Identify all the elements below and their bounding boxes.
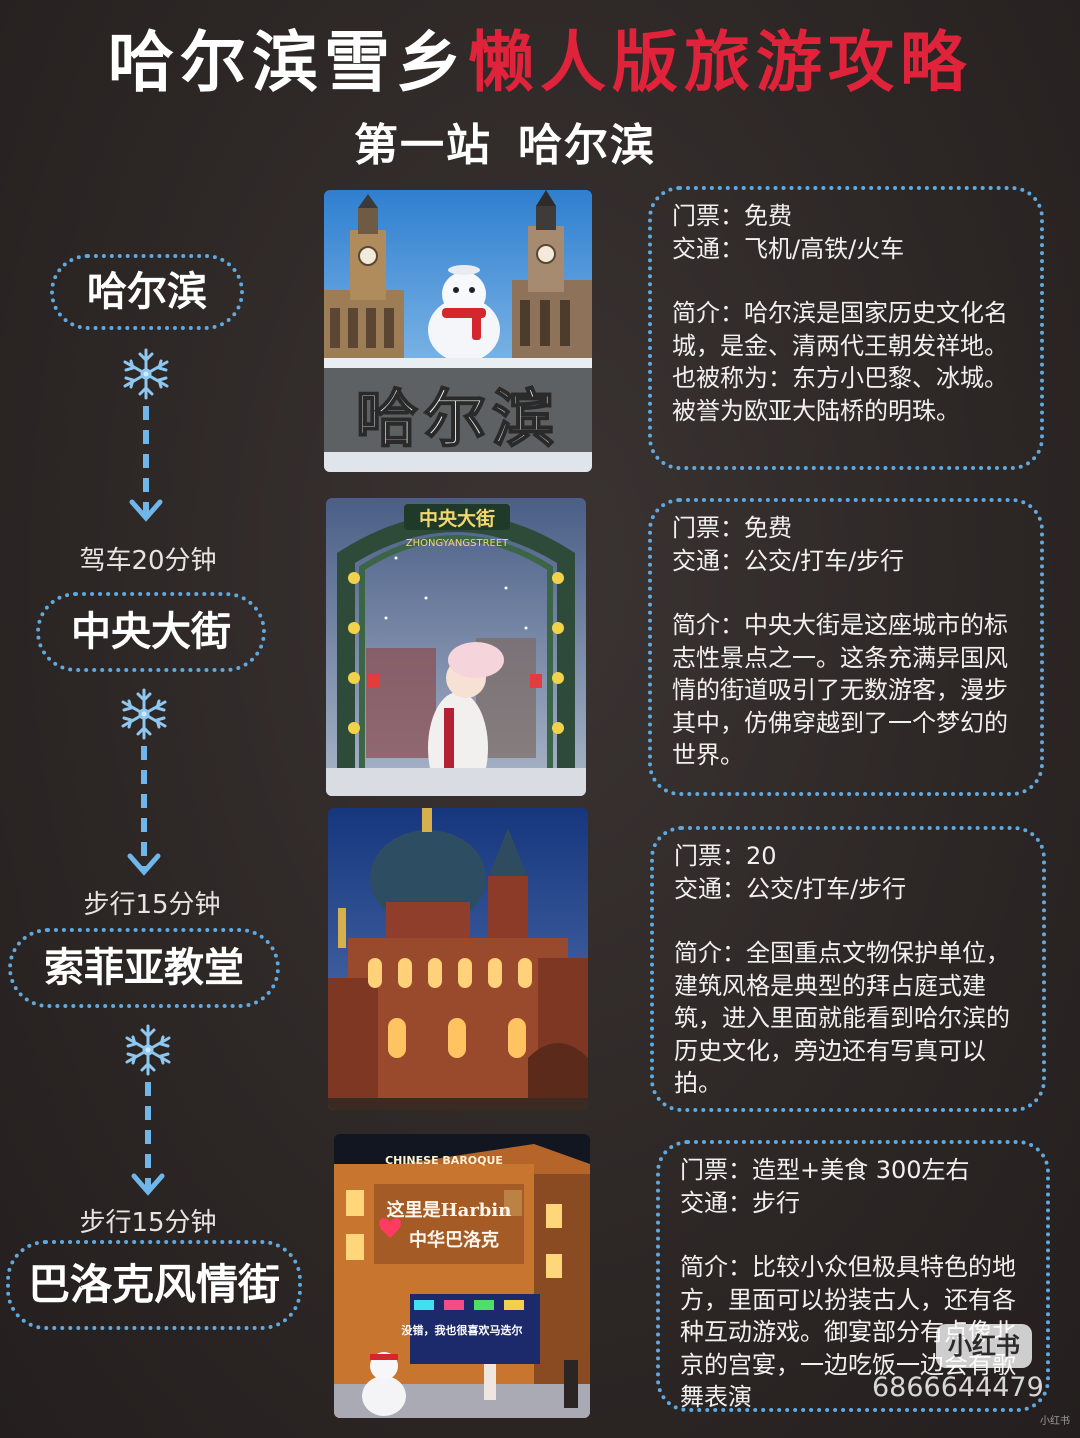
ticket-row: 门票：免费 [672,200,1022,233]
arrow-head-icon [127,853,161,876]
info-card-sophia-church: 门票：20 交通：公交/打车/步行 简介：全国重点文物保护单位，建筑风格是典型的… [650,826,1046,1112]
post-id: 6866644479 [872,1372,1044,1403]
stop-name: 巴洛克风情街 [27,1260,280,1309]
intro-value: 哈尔滨是国家历史文化名城，是金、清两代王朝发祥地。也被称为：东方小巴黎、冰城。被… [672,299,1008,425]
ticket-label: 门票： [672,514,744,542]
intro-text: 简介：哈尔滨是国家历史文化名城，是金、清两代王朝发祥地。也被称为：东方小巴黎、冰… [672,297,1022,427]
stop-pill-baroque-street[interactable]: 巴洛克风情街 [6,1240,302,1330]
xiaohongshu-badge: 小红书 [936,1324,1032,1368]
travel-time-2: 步行15分钟 [83,890,221,920]
stage-subtitle: 第一站哈尔滨 [0,116,1010,176]
intro-label: 简介： [680,1253,752,1281]
title-red: 懒人版旅游攻略 [468,23,972,101]
intro-label: 简介： [672,299,744,327]
photo-sophia-church [328,808,588,1110]
ticket-label: 门票： [680,1156,752,1184]
corner-watermark: 小红书 [1040,1416,1070,1427]
ticket-value: 免费 [744,202,792,230]
connector-arrow-1 [123,348,169,522]
transport-label: 交通： [680,1188,752,1217]
stop-pill-sophia-church[interactable]: 索菲亚教堂 [8,928,280,1008]
title-white: 哈尔滨雪乡 [108,23,468,101]
transport-label: 交通： [672,546,744,575]
photo-sign-top-text: CHINESE BAROQUE [385,1154,503,1167]
photo-harbin: 哈尔滨 [324,190,592,472]
transport-value: 飞机/高铁/火车 [744,234,905,263]
transport-value: 步行 [752,1188,800,1217]
photo-neon-text: 这里是Harbin [387,1199,512,1221]
snowflake-icon [125,1024,171,1076]
stop-name: 中央大街 [71,608,231,655]
photo-sign-en-text: ZHONGYANGSTREET [406,538,509,549]
ticket-value: 免费 [744,514,792,542]
heart-icon [379,1218,401,1238]
ticket-label: 门票： [674,842,746,870]
ticket-label: 门票： [672,202,744,230]
stop-pill-zhongyang-street[interactable]: 中央大街 [36,592,266,672]
intro-value: 全国重点文物保护单位，建筑风格是典型的拜占庭式建筑，进入里面就能看到哈尔滨的历史… [674,939,1010,1097]
ticket-value: 20 [746,842,777,870]
connector-arrow-3 [125,1024,171,1196]
stop-pill-harbin[interactable]: 哈尔滨 [50,254,244,330]
travel-time-1: 驾车20分钟 [79,546,217,576]
snowflake-icon [121,688,167,740]
intro-text: 简介：中央大街是这座城市的标志性景点之一。这条充满异国风情的街道吸引了无数游客，… [672,609,1022,772]
info-card-harbin: 门票：免费 交通：飞机/高铁/火车 简介：哈尔滨是国家历史文化名城，是金、清两代… [648,186,1044,470]
arrow-head-icon [129,499,163,522]
photo-sign-text: 中央大街 [419,507,495,530]
transport-row: 交通：步行 [680,1187,1028,1220]
ticket-row: 门票：免费 [672,512,1022,545]
ticket-row: 门票：20 [674,840,1024,873]
photo-neon2-text: 中华巴洛克 [409,1229,499,1251]
transport-value: 公交/打车/步行 [746,874,907,903]
ticket-row: 门票：造型+美食 300左右 [680,1154,1028,1187]
connector-arrow-2 [121,688,167,876]
arrow-head-icon [131,1173,165,1196]
intro-label: 简介： [674,939,746,967]
travel-time-3: 步行15分钟 [79,1208,217,1238]
transport-row: 交通：公交/打车/步行 [672,545,1022,578]
transport-label: 交通： [672,234,744,263]
stop-name: 哈尔滨 [87,268,207,315]
photo-zhongyang-street: 中央大街 ZHONGYANGSTREET [326,498,586,796]
photo-sign-text: 哈尔滨 [356,382,560,455]
intro-text: 简介：全国重点文物保护单位，建筑风格是典型的拜占庭式建筑，进入里面就能看到哈尔滨… [674,937,1024,1100]
transport-row: 交通：公交/打车/步行 [674,873,1024,906]
ticket-value: 造型+美食 300左右 [752,1156,970,1184]
transport-row: 交通：飞机/高铁/火车 [672,233,1022,266]
transport-label: 交通： [674,874,746,903]
intro-label: 简介： [672,611,744,639]
snowflake-icon [123,348,169,400]
intro-value: 中央大街是这座城市的标志性景点之一。这条充满异国风情的街道吸引了无数游客，漫步其… [672,611,1008,769]
stop-name: 索菲亚教堂 [44,944,244,991]
page-title: 哈尔滨雪乡懒人版旅游攻略 [0,18,1080,106]
stage-city: 哈尔滨 [518,120,656,171]
photo-bottom-text: 没错，我也很喜欢马迭尔 [402,1323,523,1337]
info-card-zhongyang-street: 门票：免费 交通：公交/打车/步行 简介：中央大街是这座城市的标志性景点之一。这… [648,498,1044,796]
transport-value: 公交/打车/步行 [744,546,905,575]
stage-label: 第一站 [354,120,492,171]
photo-baroque-street: CHINESE BAROQUE 这里是Harbin 中华巴洛克 没错，我也很喜欢… [334,1134,590,1418]
